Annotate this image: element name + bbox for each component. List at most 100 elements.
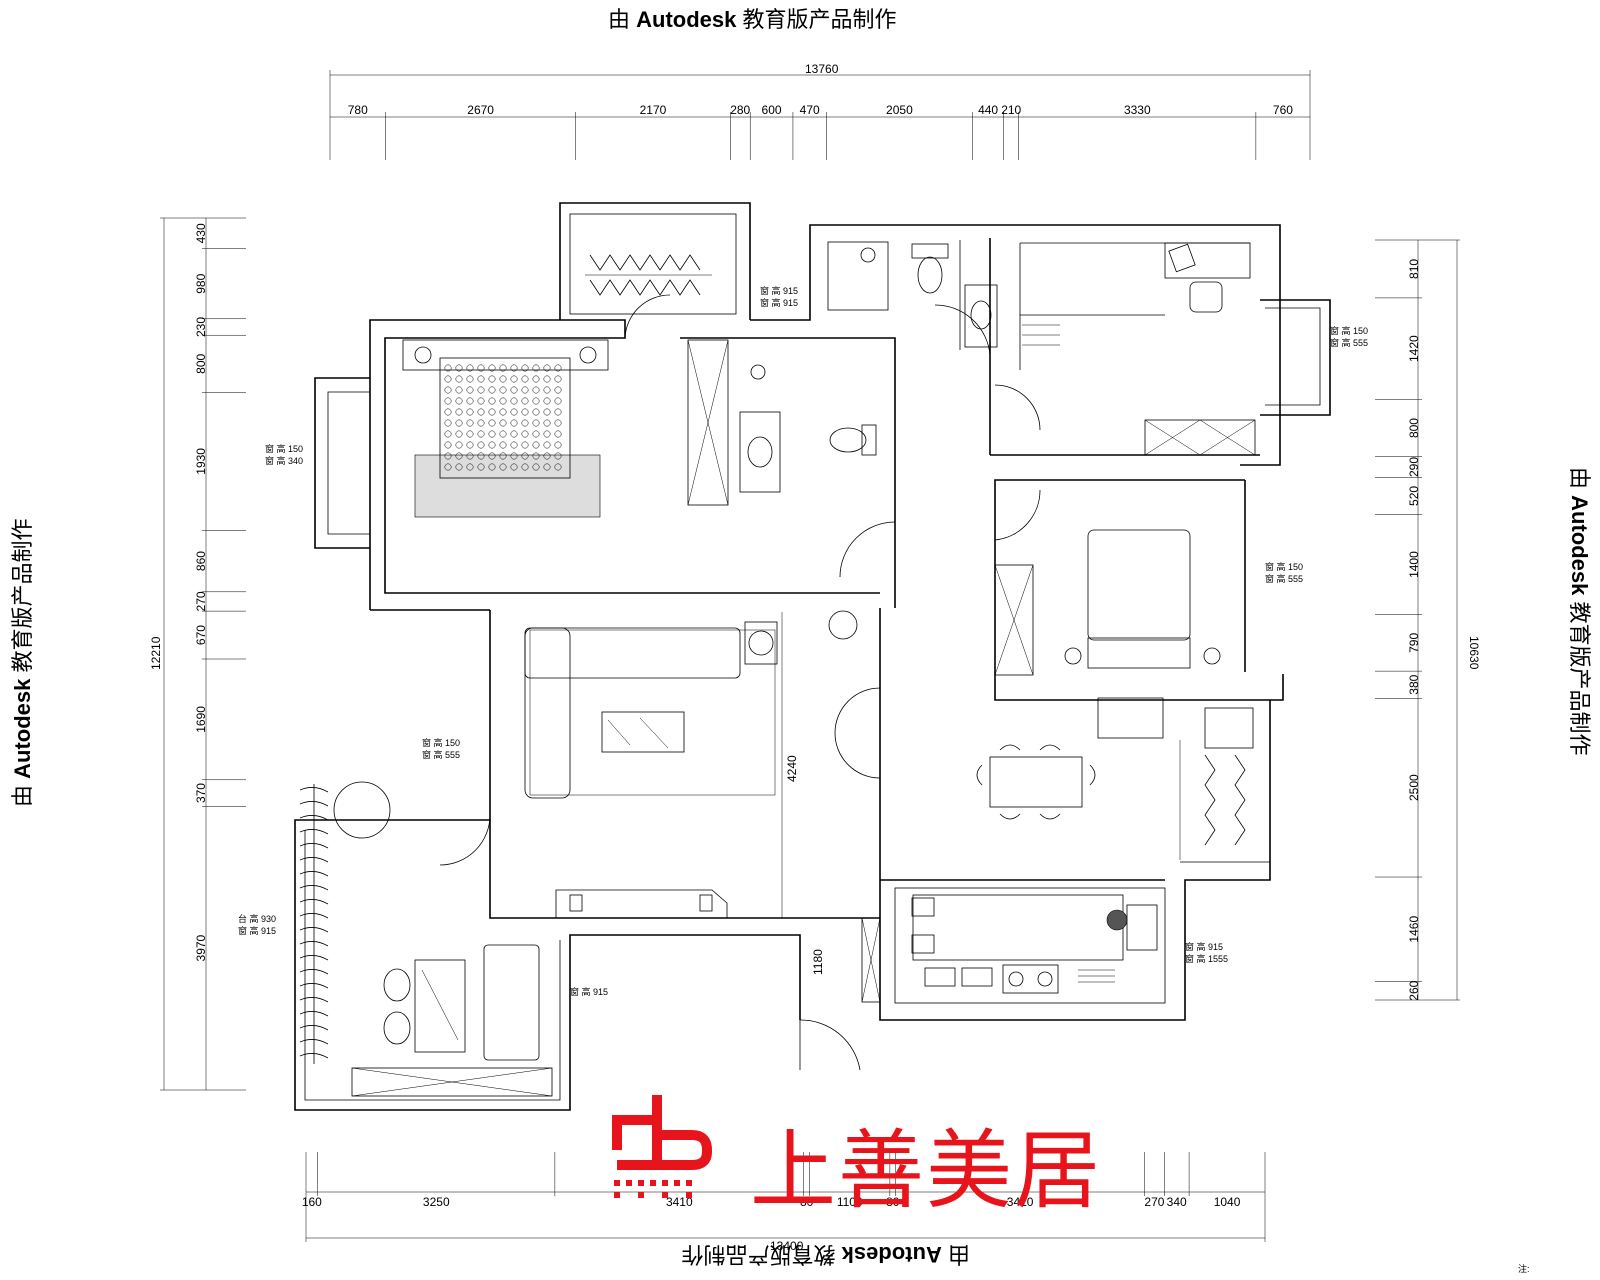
bed-pattern-dot	[532, 397, 540, 405]
bed-pattern-dot	[521, 386, 529, 394]
top_segments-label: 780	[348, 103, 368, 117]
wardrobe-hangers	[585, 254, 712, 296]
plant-icon	[299, 1008, 329, 1022]
door-swings	[439, 294, 1041, 1071]
bed-pattern-dot	[521, 441, 529, 449]
bed-pattern-dot	[554, 441, 562, 449]
bed-pattern-dot	[543, 375, 551, 383]
bed-pattern-dot	[510, 408, 518, 416]
bed-pattern-dot	[477, 364, 485, 372]
note-sunroom-a: 台 高 930	[238, 913, 276, 924]
bed-pattern-dot	[499, 386, 507, 394]
bed-pattern-dot	[543, 364, 551, 372]
plant-icon	[299, 980, 329, 994]
right_segments-label: 1400	[1407, 551, 1421, 578]
top_segments-label: 600	[762, 103, 782, 117]
bed-pattern-dot	[532, 364, 540, 372]
plant-icon	[299, 784, 329, 798]
bed-pattern-dot	[510, 463, 518, 471]
bed-pattern-dot	[521, 463, 529, 471]
tv-cabinet	[555, 889, 728, 918]
second-bedroom	[994, 529, 1221, 676]
bed-pattern-dot	[532, 463, 540, 471]
bed-pattern-dot	[477, 397, 485, 405]
note-kitchen-a: 窗 高 915	[1185, 941, 1223, 952]
right_segments-label: 800	[1407, 418, 1421, 438]
bed-pattern-dot	[543, 386, 551, 394]
bed-pattern-dot	[488, 397, 496, 405]
bed-pattern-dot	[477, 430, 485, 438]
bed-pattern-dot	[466, 452, 474, 460]
bed-pattern-dot	[466, 441, 474, 449]
master-bath	[687, 339, 877, 506]
right_segments-label: 1420	[1407, 335, 1421, 362]
bed-pattern-dot	[543, 408, 551, 416]
window-notes: 窗 高 150 窗 高 340 窗 高 915 窗 高 915 窗 高 150 …	[238, 285, 1368, 997]
top_segments-label: 2050	[886, 103, 913, 117]
interior-dim-1180: 1180	[811, 949, 825, 975]
top_segments-label: 440	[978, 103, 998, 117]
bed-pattern-dot	[466, 419, 474, 427]
bed-pattern-dot	[532, 452, 540, 460]
living-room-sofa	[524, 610, 858, 799]
bed-pattern-dot	[543, 463, 551, 471]
watermark-top: 由 Autodesk 教育版产品制作	[608, 2, 897, 34]
plant-icon	[299, 924, 329, 938]
bed-pattern-dot	[532, 386, 540, 394]
bed-pattern-dot	[499, 441, 507, 449]
top_segments-label: 470	[800, 103, 820, 117]
bed-pattern-dot	[488, 364, 496, 372]
bed-pattern-dot	[477, 408, 485, 416]
sun-room	[299, 781, 553, 1097]
bed-pattern-dot	[488, 408, 496, 416]
right_segments-label: 260	[1407, 980, 1421, 1000]
bottom_segments-label: 1100	[837, 1195, 863, 1209]
note-kitchen-b: 窗 高 1555	[1185, 953, 1228, 964]
bed-pattern-dot	[477, 452, 485, 460]
bed-pattern-dot	[488, 419, 496, 427]
top_segments-label: 3330	[1124, 103, 1151, 117]
bed-pattern-dot	[477, 375, 485, 383]
bed-pattern-dot	[444, 364, 452, 372]
bed-pattern-dot	[499, 419, 507, 427]
bed-pattern-dot	[499, 375, 507, 383]
plant-icon	[299, 1036, 329, 1050]
bed-pattern-dot	[477, 441, 485, 449]
note-window-living-b: 窗 高 555	[422, 749, 460, 760]
bed-pattern-dot	[532, 430, 540, 438]
bed-pattern-dot	[499, 430, 507, 438]
bed-pattern-dot	[510, 419, 518, 427]
bed-pattern-dot	[455, 364, 463, 372]
bed-pattern-dot	[466, 430, 474, 438]
bed-pattern-dot	[554, 397, 562, 405]
bed-pattern-dot	[477, 463, 485, 471]
plant-icon	[299, 826, 329, 840]
bed-pattern-dot	[499, 364, 507, 372]
bed-pattern-dot	[554, 419, 562, 427]
plant-icon	[299, 1022, 329, 1036]
bed-pattern-dot	[521, 408, 529, 416]
watermark-prefix: 由	[608, 7, 637, 32]
bed-pattern-dot	[444, 397, 452, 405]
bed-pattern-dot	[499, 397, 507, 405]
right_segments-label: 2500	[1407, 774, 1421, 801]
bed-pattern-dot	[510, 397, 518, 405]
right_segments-label: 380	[1407, 674, 1421, 694]
bed-pattern-dot	[455, 452, 463, 460]
left_segments-label: 860	[194, 551, 208, 571]
left-total-dim: 12210	[149, 636, 163, 670]
note-window-wardrobe-b: 窗 高 915	[760, 297, 798, 308]
bed-pattern-dot	[521, 397, 529, 405]
left_segments-label: 670	[194, 625, 208, 645]
right_segments-label: 290	[1407, 457, 1421, 477]
bed-pattern-dot	[554, 408, 562, 416]
bed-pattern-dot	[554, 375, 562, 383]
bed-pattern-dot	[488, 375, 496, 383]
bed-pattern-dot	[444, 386, 452, 394]
bottom_segments-label: 340	[1167, 1195, 1187, 1209]
right_segments-label: 520	[1407, 486, 1421, 506]
plant-icon	[299, 868, 329, 882]
bed-pattern-dot	[455, 430, 463, 438]
